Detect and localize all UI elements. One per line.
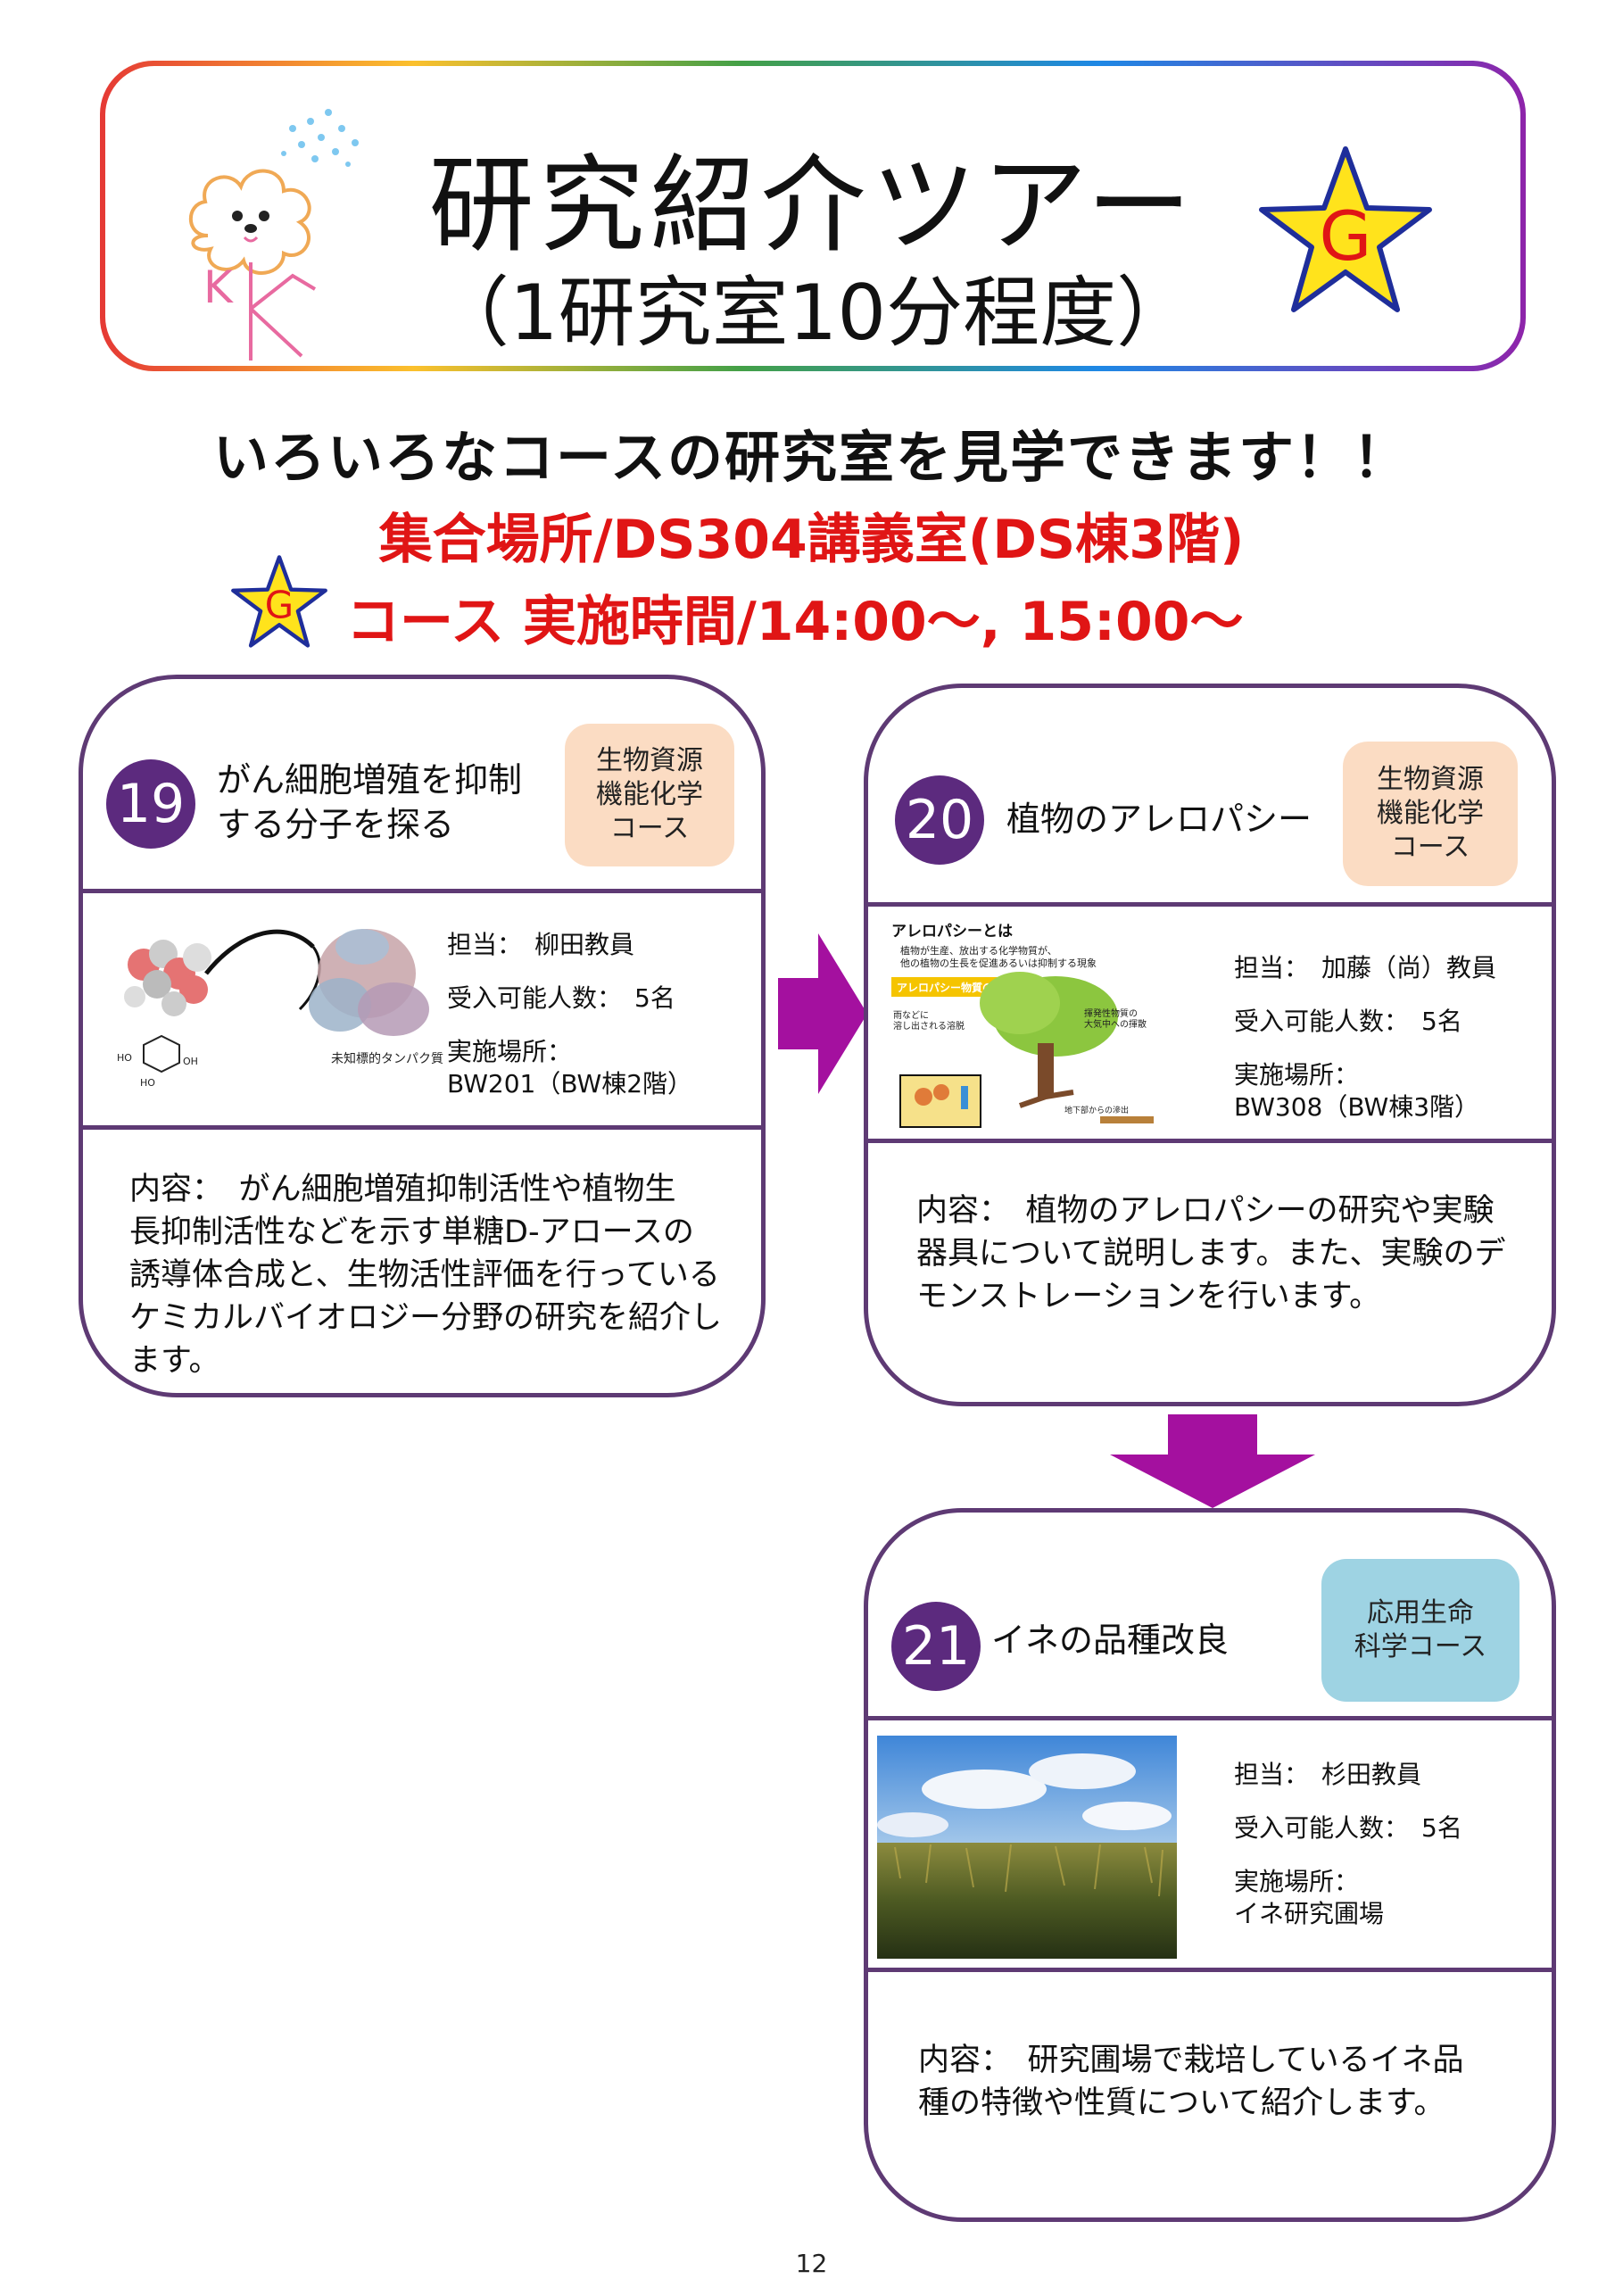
card-title: イネの品種改良 bbox=[991, 1620, 1230, 1660]
course-line1: 応用生命 bbox=[1367, 1597, 1474, 1629]
molecule-illustration: HO OH HO 未知標的タンパク質 bbox=[117, 929, 443, 1089]
label-rain1: 雨などに bbox=[893, 1010, 929, 1021]
label-rain2: 溶し出される溶脱 bbox=[893, 1020, 965, 1032]
page-subtitle: （1研究室10分程度） bbox=[432, 269, 1194, 358]
card-description: 内容： 植物のアレロパシーの研究や実験 器具について説明します。また、実験のデ … bbox=[916, 1189, 1505, 1318]
place-label: 実施場所： bbox=[1234, 1867, 1360, 1896]
course-line1: 生物資源 bbox=[596, 745, 703, 776]
meeting-place: 集合場所/DS304講義室(DS棟3階) bbox=[378, 509, 1245, 571]
card-number: 19 bbox=[106, 759, 195, 849]
course-line1: 生物資源 bbox=[1377, 764, 1484, 795]
divider bbox=[868, 1716, 1552, 1720]
card-number: 20 bbox=[895, 775, 984, 865]
course-line3: コース bbox=[609, 813, 690, 844]
course-badge: 生物資源 機能化学 コース bbox=[1343, 742, 1518, 886]
rice-field-photo bbox=[877, 1736, 1177, 1959]
staff: 担当： 杉田教員 bbox=[1234, 1760, 1422, 1789]
arrow-down-icon bbox=[1110, 1414, 1315, 1508]
card-description: 内容： 研究圃場で栽培しているイネ品 種の特徴や性質について紹介します。 bbox=[918, 2039, 1463, 2125]
figure-heading: アレロパシーとは bbox=[891, 923, 1013, 941]
capacity: 受入可能人数： 5名 bbox=[447, 983, 675, 1013]
title-banner: K 研究紹介ツアー （1研究室10分程度） G bbox=[100, 61, 1526, 371]
card-title: 植物のアレロパシー bbox=[1006, 800, 1312, 839]
figure-lead2: 他の植物の生長を促進あるいは抑制する現象 bbox=[900, 957, 1097, 969]
desc-line: モンストレーションを行います。 bbox=[916, 1279, 1381, 1314]
arrow-right-icon bbox=[778, 933, 867, 1094]
staff: 担当： 柳田教員 bbox=[447, 930, 635, 959]
desc-line: ケミカルバイオロジー分野の研究を紹介し bbox=[129, 1300, 722, 1336]
desc-line: 種の特徴や性質について紹介します。 bbox=[918, 2085, 1445, 2121]
mascot-logo: K bbox=[188, 109, 359, 361]
desc-line: 内容： がん細胞増殖抑制活性や植物生 bbox=[129, 1172, 676, 1207]
page-title: 研究紹介ツアー bbox=[428, 144, 1197, 267]
capacity: 受入可能人数： 5名 bbox=[1234, 1813, 1462, 1843]
place-label: 実施場所： bbox=[447, 1037, 573, 1066]
card-info: 担当： 杉田教員 受入可能人数： 5名 実施場所： イネ研究圃場 bbox=[1234, 1759, 1462, 1930]
research-card-20: 20 植物のアレロパシー 生物資源 機能化学 コース アレロパシーとは 植物が生… bbox=[864, 684, 1556, 1406]
desc-line: ます。 bbox=[129, 1343, 220, 1379]
place: BW201（BW棟2階） bbox=[447, 1069, 693, 1098]
card-description: 内容： がん細胞増殖抑制活性や植物生 長抑制活性などを示す単糖D-アロースの 誘… bbox=[129, 1168, 722, 1382]
card-info: 担当： 加藤（尚）教員 受入可能人数： 5名 実施場所： BW308（BW棟3階… bbox=[1234, 952, 1496, 1123]
desc-line: 誘導体合成と、生物活性評価を行っている bbox=[129, 1257, 720, 1293]
course-badge: 生物資源 機能化学 コース bbox=[565, 724, 734, 866]
label-root: 地下部からの滲出 bbox=[1064, 1105, 1129, 1115]
divider bbox=[868, 1139, 1552, 1143]
headline: いろいろなコースの研究室を見学できます！！ bbox=[213, 425, 1410, 490]
research-card-19: 19 がん細胞増殖を抑制 する分子を探る 生物資源 機能化学 コース HO OH… bbox=[79, 675, 766, 1397]
star-g-small-icon: G bbox=[231, 555, 327, 648]
divider bbox=[868, 1968, 1552, 1972]
card-title-line2: する分子を探る bbox=[217, 805, 455, 844]
divider bbox=[83, 1125, 761, 1130]
course-line2: 機能化学 bbox=[596, 779, 703, 810]
desc-line: 長抑制活性などを示す単糖D-アロースの bbox=[129, 1214, 694, 1250]
star-g-icon: G bbox=[1259, 146, 1432, 312]
image-caption: 未知標的タンパク質 bbox=[331, 1051, 443, 1066]
page-number: 12 bbox=[795, 2249, 828, 2278]
svg-text:HO: HO bbox=[140, 1077, 155, 1089]
place-label: 実施場所： bbox=[1234, 1060, 1360, 1090]
desc-line: 内容： 植物のアレロパシーの研究や実験 bbox=[916, 1193, 1495, 1229]
desc-line: 器具について説明します。また、実験のデ bbox=[916, 1236, 1506, 1272]
capacity: 受入可能人数： 5名 bbox=[1234, 1007, 1462, 1036]
svg-text:OH: OH bbox=[183, 1056, 198, 1067]
course-line3: コース bbox=[1390, 832, 1470, 863]
card-info: 担当： 柳田教員 受入可能人数： 5名 実施場所： BW201（BW棟2階） bbox=[447, 929, 692, 1100]
star-letter: G bbox=[1320, 196, 1372, 276]
mascot-letter: K bbox=[203, 261, 234, 313]
label-volatile2: 大気中への揮散 bbox=[1084, 1018, 1147, 1030]
svg-text:HO: HO bbox=[117, 1052, 132, 1064]
card-number: 21 bbox=[891, 1602, 981, 1691]
research-card-21: 21 イネの品種改良 応用生命 科学コース bbox=[864, 1508, 1556, 2222]
figure-lead1: 植物が生産、放出する化学物質が、 bbox=[900, 944, 1057, 957]
staff: 担当： 加藤（尚）教員 bbox=[1234, 953, 1497, 982]
divider bbox=[868, 902, 1552, 907]
desc-line: 内容： 研究圃場で栽培しているイネ品 bbox=[918, 2043, 1464, 2078]
divider bbox=[83, 889, 761, 893]
card-title: がん細胞増殖を抑制 する分子を探る bbox=[217, 758, 522, 847]
place: イネ研究圃場 bbox=[1234, 1899, 1385, 1928]
small-star-letter: G bbox=[265, 584, 294, 627]
course-badge: 応用生命 科学コース bbox=[1321, 1559, 1519, 1702]
course-line2: 機能化学 bbox=[1377, 798, 1484, 829]
card-title-line1: がん細胞増殖を抑制 bbox=[217, 760, 523, 800]
label-volatile1: 揮発性物質の bbox=[1084, 1007, 1138, 1019]
place: BW308（BW棟3階） bbox=[1234, 1092, 1480, 1122]
course-line2: 科学コース bbox=[1354, 1631, 1487, 1662]
course-time: コース 実施時間/14:00～, 15:00～ bbox=[346, 591, 1244, 653]
allelopathy-figure: アレロパシーとは 植物が生産、放出する化学物質が、 他の植物の生長を促進あるいは… bbox=[891, 923, 1154, 1128]
